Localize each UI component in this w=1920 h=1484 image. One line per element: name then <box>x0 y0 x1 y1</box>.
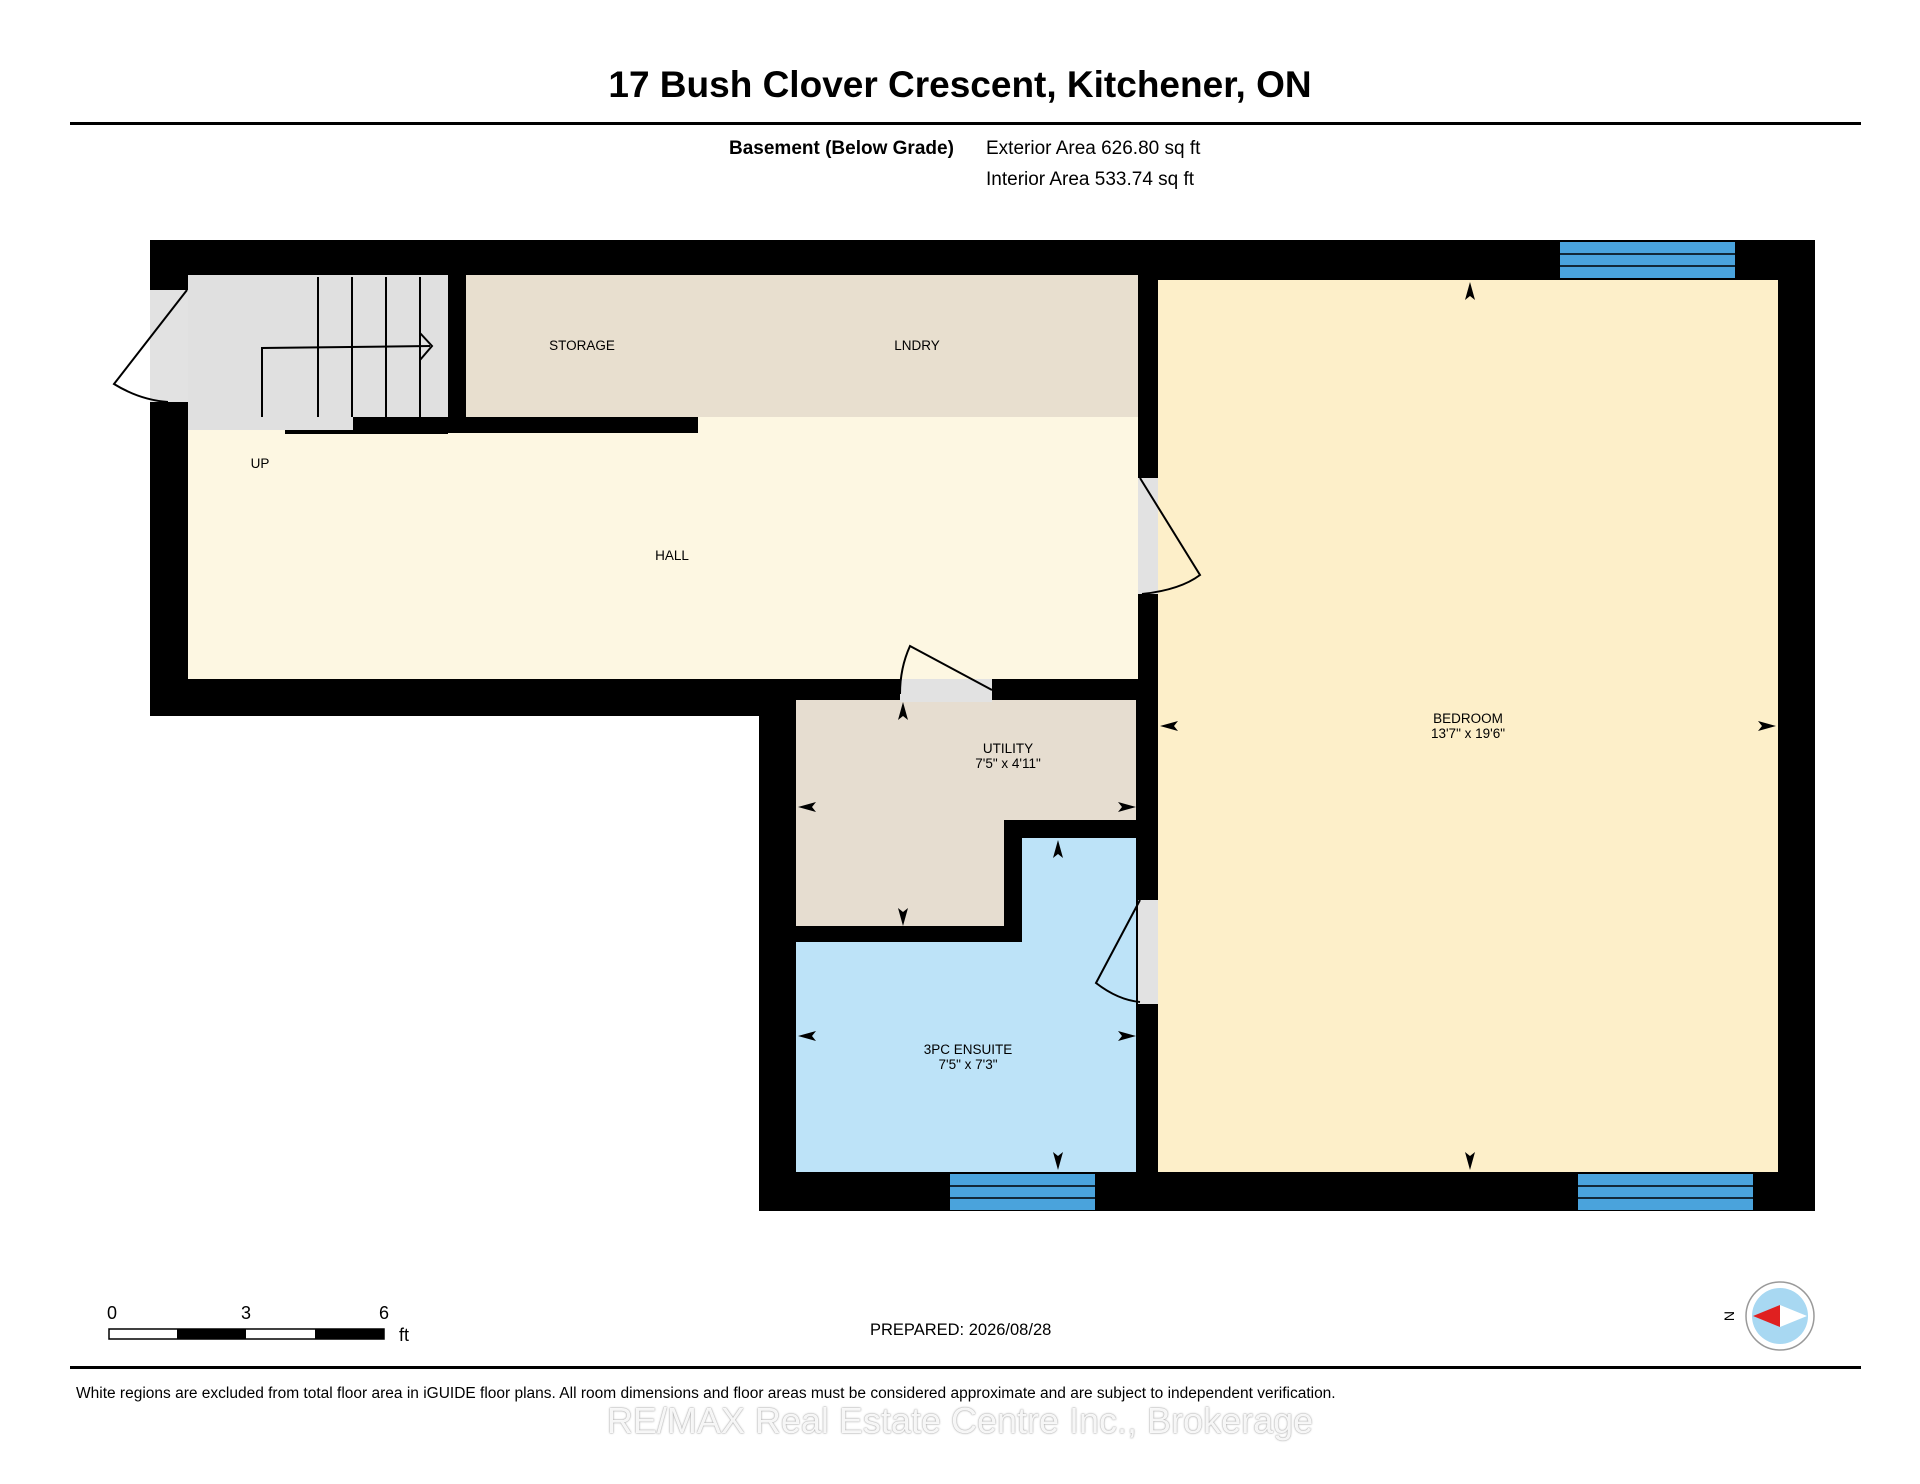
ensuite-label: 3PC ENSUITE <box>924 1042 1013 1057</box>
door-ensuite-bedroom <box>1094 899 1158 1004</box>
arrow-bedroom-south <box>1465 1152 1475 1170</box>
door-utility-hall <box>899 644 993 702</box>
wall-utility-ensuite-side <box>1004 820 1022 942</box>
page-title: 17 Bush Clover Crescent, Kitchener, ON <box>608 64 1312 105</box>
scale-tick-0: 0 <box>107 1303 118 1323</box>
scale-bar <box>108 1328 385 1340</box>
arrow-ensuite-north <box>1053 840 1063 858</box>
exterior-area: Exterior Area 626.80 sq ft <box>986 138 1201 159</box>
laundry-label: LNDRY <box>894 338 940 353</box>
stairs-steps <box>261 277 434 417</box>
arrow-ensuite-west <box>798 1031 816 1041</box>
arrow-bedroom-west <box>1160 721 1178 731</box>
interior-area: Interior Area 533.74 sq ft <box>986 169 1195 190</box>
window-ensuite-south <box>950 1174 1095 1210</box>
prepared-date: PREPARED: 2026/08/28 <box>870 1321 1052 1339</box>
window-bedroom-north <box>1560 242 1735 278</box>
ensuite-dims: 7'5" x 7'3" <box>938 1057 997 1072</box>
wall-utility-ensuite-bottom <box>796 926 1022 942</box>
door-exterior-west <box>112 289 188 403</box>
door-bedroom-hall <box>1138 477 1202 595</box>
bedroom-dims: 13'7" x 19'6" <box>1431 726 1505 741</box>
title-rule <box>70 122 1861 125</box>
room-ensuite <box>796 942 1136 1172</box>
stairs-up-label: UP <box>251 456 270 471</box>
scale-tick-6: 6 <box>379 1303 390 1323</box>
arrow-utility-north <box>898 702 908 720</box>
arrow-bedroom-north <box>1465 282 1475 300</box>
arrow-utility-west <box>798 802 816 812</box>
scale-unit: ft <box>399 1325 410 1345</box>
room-bedroom <box>1158 280 1778 1172</box>
room-storage-laundry <box>466 275 1138 417</box>
hall-label: HALL <box>655 548 689 563</box>
disclaimer-text: White regions are excluded from total fl… <box>76 1385 1336 1402</box>
dimension-arrows <box>798 280 1778 1172</box>
utility-dims: 7'5" x 4'11" <box>975 756 1041 771</box>
arrow-ensuite-east <box>1118 1031 1136 1041</box>
windows <box>950 242 1753 1210</box>
arrow-bedroom-east <box>1758 721 1776 731</box>
bedroom-label: BEDROOM <box>1433 711 1503 726</box>
utility-label: UTILITY <box>983 741 1033 756</box>
level-label: Basement (Below Grade) <box>729 138 954 159</box>
scale-tick-3: 3 <box>241 1303 252 1323</box>
window-bedroom-south <box>1578 1174 1753 1210</box>
compass-icon <box>1745 1281 1815 1351</box>
arrow-utility-east <box>1118 802 1136 812</box>
arrow-utility-south <box>898 908 908 926</box>
wall-storage-hall <box>353 417 698 433</box>
footer-rule <box>70 1366 1861 1369</box>
room-ensuite-alcove <box>1022 838 1136 948</box>
arrow-ensuite-south <box>1053 1152 1063 1170</box>
room-hall <box>188 417 1138 679</box>
compass-north-label: N <box>1721 1311 1737 1321</box>
brokerage-watermark: RE/MAX Real Estate Centre Inc., Brokerag… <box>606 1400 1314 1441</box>
wall-stair-storage <box>448 275 466 417</box>
storage-label: STORAGE <box>549 338 615 353</box>
wall-utility-ensuite-top <box>1004 820 1136 838</box>
